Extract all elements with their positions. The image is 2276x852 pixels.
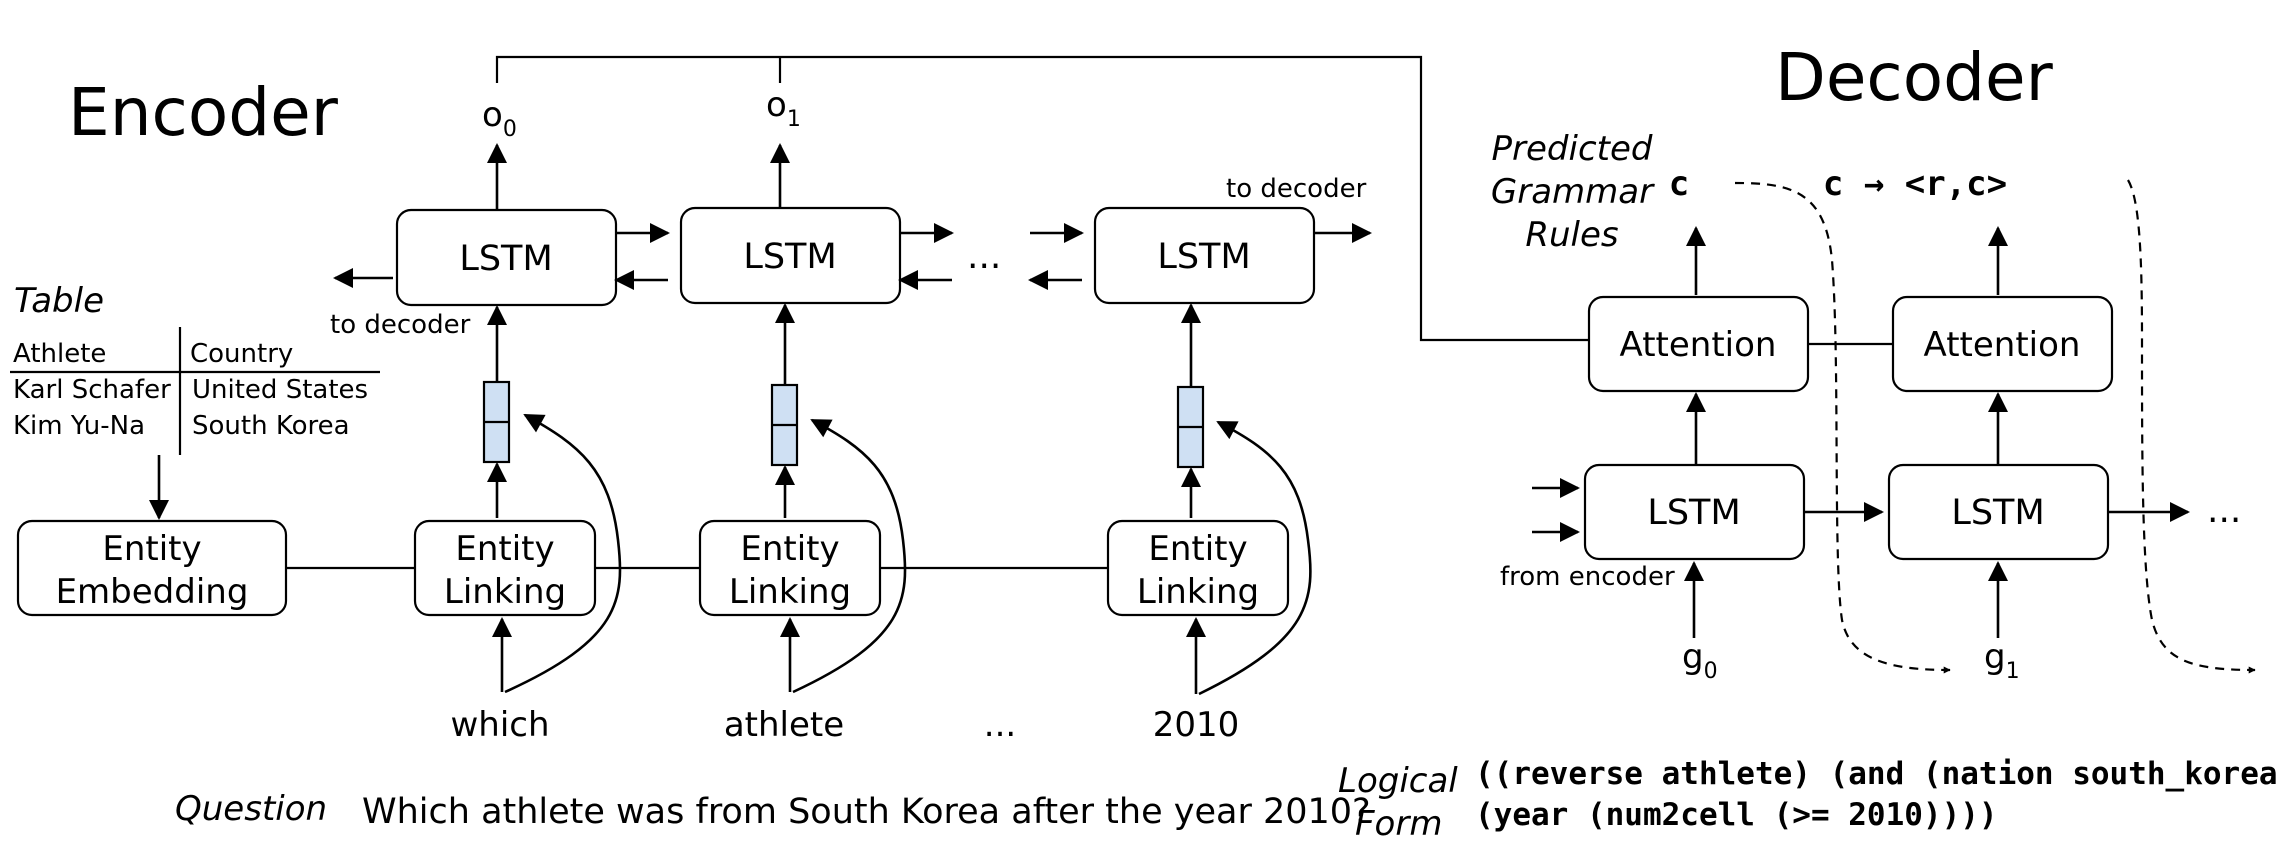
table-cell-r2-country: South Korea xyxy=(192,411,350,441)
entity-linking-2-label-1: Entity xyxy=(740,529,839,569)
table-header-athlete: Athlete xyxy=(13,339,106,369)
table-cell-r1-country: United States xyxy=(192,375,368,405)
output-to-attention-line xyxy=(495,55,1589,342)
word3-to-vec3-curve xyxy=(1198,420,1312,696)
decoder-input-g1: g1 xyxy=(1984,637,2020,684)
rule1-feedback-dashed-arrow xyxy=(2127,179,2256,674)
entity-linking-box-3 xyxy=(1106,519,1290,617)
table-cell-r1-athlete: Karl Schafer xyxy=(13,375,171,405)
question-word-2010: 2010 xyxy=(1153,705,1240,745)
word2-to-vec2-curve xyxy=(792,418,907,694)
predicted-rule-1: c → <r,c> xyxy=(1823,164,2007,204)
entity-embedding-label-1: Entity xyxy=(102,529,201,569)
entity-linking-1-label-2: Linking xyxy=(444,572,566,612)
entity-linking-2-label-2: Linking xyxy=(729,572,851,612)
question-label: Question xyxy=(175,789,327,829)
encoder-output-1: o1 xyxy=(766,85,801,132)
logical-form-line-1: ((reverse athlete) (and (nation south_ko… xyxy=(1475,756,2276,792)
rule0-feedback-dashed-arrow xyxy=(1734,181,1951,674)
encoder-lstm-1-label: LSTM xyxy=(459,239,552,279)
decoder-title: Decoder xyxy=(1775,39,2054,116)
word1-to-vec1-curve xyxy=(504,413,622,694)
attention-box-2 xyxy=(1891,295,2114,393)
table-title: Table xyxy=(14,281,104,321)
encoder-output-0: o0 xyxy=(482,95,517,142)
predicted-rules-label-3: Rules xyxy=(1525,215,1618,255)
entity-linking-3-label-2: Linking xyxy=(1137,572,1259,612)
encoder-lstm-3-label: LSTM xyxy=(1157,237,1250,277)
question-text: Which athlete was from South Korea after… xyxy=(362,792,1371,832)
entity-linking-3-label-1: Entity xyxy=(1148,529,1247,569)
table-header-country: Country xyxy=(190,339,293,369)
encoder-lstm-2-label: LSTM xyxy=(743,237,836,277)
table-cell-r2-athlete: Kim Yu-Na xyxy=(13,411,145,441)
attention-box-1-label: Attention xyxy=(1620,325,1777,365)
logical-form-label-1: Logical xyxy=(1338,761,1458,801)
to-decoder-label-left: to decoder xyxy=(330,310,471,340)
logical-form-line-2: (year (num2cell (>= 2010)))) xyxy=(1475,797,1998,833)
encoder-title: Encoder xyxy=(68,74,339,151)
decoder-ellipsis: ... xyxy=(2207,490,2241,531)
question-word-athlete: athlete xyxy=(724,705,844,745)
encoder-lstm-3 xyxy=(1093,206,1316,305)
decoder-lstm-1-label: LSTM xyxy=(1647,493,1740,533)
predicted-rules-label-2: Grammar xyxy=(1491,172,1655,212)
question-word-ellipsis: ... xyxy=(984,705,1016,745)
encoder-lstm-ellipsis: ... xyxy=(967,236,1001,277)
predicted-rules-label-1: Predicted xyxy=(1492,129,1653,169)
entity-embedding-label-2: Embedding xyxy=(56,572,249,612)
to-decoder-label-right: to decoder xyxy=(1226,174,1367,204)
predicted-rule-0: c xyxy=(1669,164,1689,204)
from-encoder-label: from encoder xyxy=(1500,562,1675,592)
attention-box-2-label: Attention xyxy=(1924,325,2081,365)
decoder-lstm-2-label: LSTM xyxy=(1951,493,2044,533)
entity-linking-1-label-1: Entity xyxy=(455,529,554,569)
decoder-input-g0: g0 xyxy=(1682,637,1718,684)
logical-form-label-2: Form xyxy=(1355,804,1442,844)
question-word-which: which xyxy=(450,705,549,745)
